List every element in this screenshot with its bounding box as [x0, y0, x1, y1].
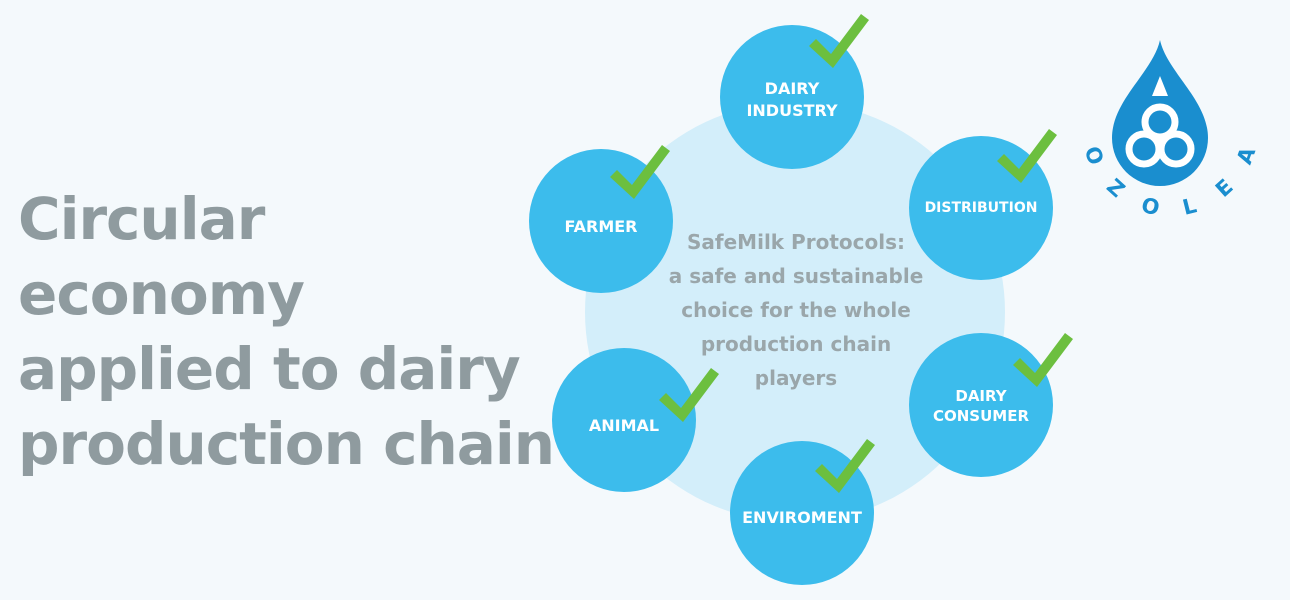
- node-dairy-consumer: DAIRY CONSUMER: [909, 333, 1053, 477]
- node-label-line-1: FARMER: [565, 217, 638, 236]
- logo-letter: Z: [1102, 174, 1129, 202]
- logo-letter: A: [1232, 143, 1260, 167]
- center-text-line-5: players: [755, 366, 837, 390]
- headline-line-2: economy: [18, 260, 305, 328]
- node-label-line-1: DISTRIBUTION: [925, 200, 1038, 216]
- logo-letter: L: [1180, 193, 1199, 220]
- headline-line-4: production chain: [18, 410, 555, 478]
- node-circle: [552, 348, 696, 492]
- center-text-line-3: choice for the whole: [681, 298, 911, 322]
- node-circle: [730, 441, 874, 585]
- check-icon: [659, 368, 719, 422]
- headline-line-3: applied to dairy: [18, 335, 521, 403]
- check-icon: [1013, 333, 1073, 387]
- check-marks: [610, 14, 1073, 493]
- node-animal: ANIMAL: [552, 348, 696, 492]
- center-text-line-1: SafeMilk Protocols:: [687, 230, 905, 254]
- check-icon: [610, 145, 670, 199]
- node-label-line-1: ANIMAL: [589, 416, 659, 435]
- check-icon: [809, 14, 869, 68]
- node-enviroment: ENVIROMENT: [730, 441, 874, 585]
- node-label-line-1: ENVIROMENT: [742, 508, 862, 527]
- center-text-line-2: a safe and sustainable: [669, 264, 924, 288]
- node-label-line-1: DAIRY: [765, 79, 820, 98]
- headline-line-1: Circular: [18, 185, 265, 253]
- node-circle: [909, 333, 1053, 477]
- check-icon: [815, 439, 875, 493]
- center-description: SafeMilk Protocols: a safe and sustainab…: [669, 230, 924, 390]
- logo-circles-icon: [1125, 103, 1195, 168]
- node-label-line-1: DAIRY: [955, 387, 1007, 405]
- node-label-line-2: INDUSTRY: [746, 101, 838, 120]
- logo-triangle-icon: [1152, 76, 1168, 96]
- logo-letter: E: [1211, 174, 1238, 201]
- check-icon: [997, 129, 1057, 183]
- node-label-line-2: CONSUMER: [933, 407, 1029, 425]
- logo-letter: O: [1139, 193, 1162, 221]
- center-text-line-4: production chain: [701, 332, 891, 356]
- logo-letter: O: [1080, 143, 1109, 168]
- headline: Circular economy applied to dairy produc…: [18, 182, 598, 482]
